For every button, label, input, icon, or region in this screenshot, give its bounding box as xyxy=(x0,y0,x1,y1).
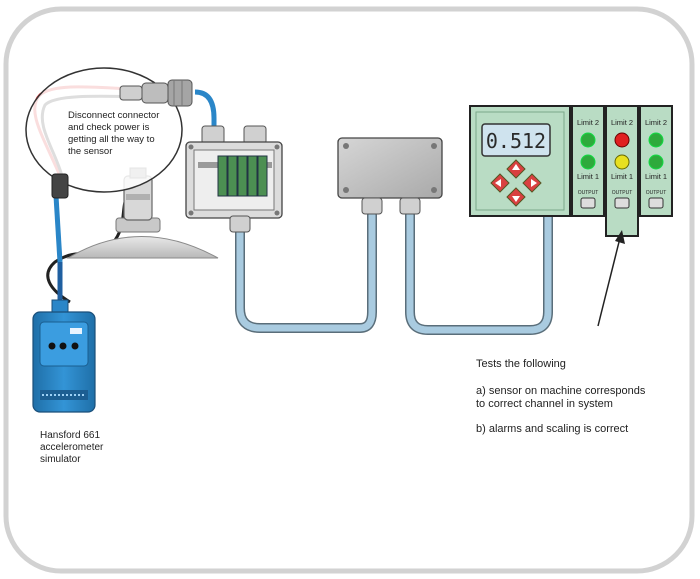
terminal-blocks xyxy=(217,155,268,197)
limit-1-label: Limit 1 xyxy=(611,172,633,181)
intermediate-junction-box xyxy=(337,137,443,215)
simulator-caption-line: Hansford 661 xyxy=(40,430,100,441)
monitoring-panel: 0.512 xyxy=(469,105,571,217)
arrow-keypad xyxy=(490,159,542,207)
accelerometer-simulator xyxy=(32,299,96,413)
limit-2-led xyxy=(614,132,630,148)
callout-line: and check power is xyxy=(68,122,150,133)
limit-2-label: Limit 2 xyxy=(645,118,667,127)
test-item-b: b) alarms and scaling is correct xyxy=(476,423,628,435)
limit-1-led xyxy=(648,154,664,170)
machine-dish xyxy=(66,236,219,259)
test-item-a-line: a) sensor on machine corresponds xyxy=(476,385,646,397)
limit-2-label: Limit 2 xyxy=(577,118,599,127)
limit-1-led xyxy=(614,154,630,170)
pointer-arrow xyxy=(597,230,625,327)
lead-connector xyxy=(51,173,69,199)
callout-line: getting all the way to xyxy=(68,134,155,145)
output-label: OUTPUT xyxy=(646,190,667,196)
callout-line: Disconnect connector xyxy=(68,110,159,121)
output-connector xyxy=(614,197,630,209)
limit-1-label: Limit 1 xyxy=(577,172,599,181)
simulator-caption-line: simulator xyxy=(40,454,81,465)
probe-connector xyxy=(119,79,193,107)
callout-line: the sensor xyxy=(68,146,112,157)
simulator-caption: Hansford 661 accelerometer simulator xyxy=(40,430,106,465)
display-reading: 0.512 xyxy=(486,129,546,153)
limit-module: Limit 2 Limit 1 OUTPUT xyxy=(639,105,673,217)
simulator-caption-line: accelerometer xyxy=(40,442,104,453)
limit-module: Limit 2 Limit 1 OUTPUT xyxy=(605,105,639,237)
limit-1-label: Limit 1 xyxy=(645,172,667,181)
limit-module: Limit 2 Limit 1 OUTPUT xyxy=(571,105,605,217)
test-item-a-line: to correct channel in system xyxy=(476,398,613,410)
limit-2-label: Limit 2 xyxy=(611,118,633,127)
display-screen xyxy=(481,123,551,157)
simulator-knob xyxy=(71,342,79,350)
junction-box xyxy=(185,125,283,233)
tests-heading: Tests the following xyxy=(476,358,566,370)
test-item-a: a) sensor on machine corresponds to corr… xyxy=(476,385,648,410)
output-label: OUTPUT xyxy=(578,190,599,196)
output-connector xyxy=(580,197,596,209)
limit-2-led xyxy=(580,132,596,148)
simulator-knob xyxy=(59,342,67,350)
callout-text: Disconnect connector and check power is … xyxy=(68,110,162,157)
limit-1-led xyxy=(580,154,596,170)
limit-2-led xyxy=(648,132,664,148)
output-label: OUTPUT xyxy=(612,190,633,196)
output-connector xyxy=(648,197,664,209)
simulator-knob xyxy=(48,342,56,350)
